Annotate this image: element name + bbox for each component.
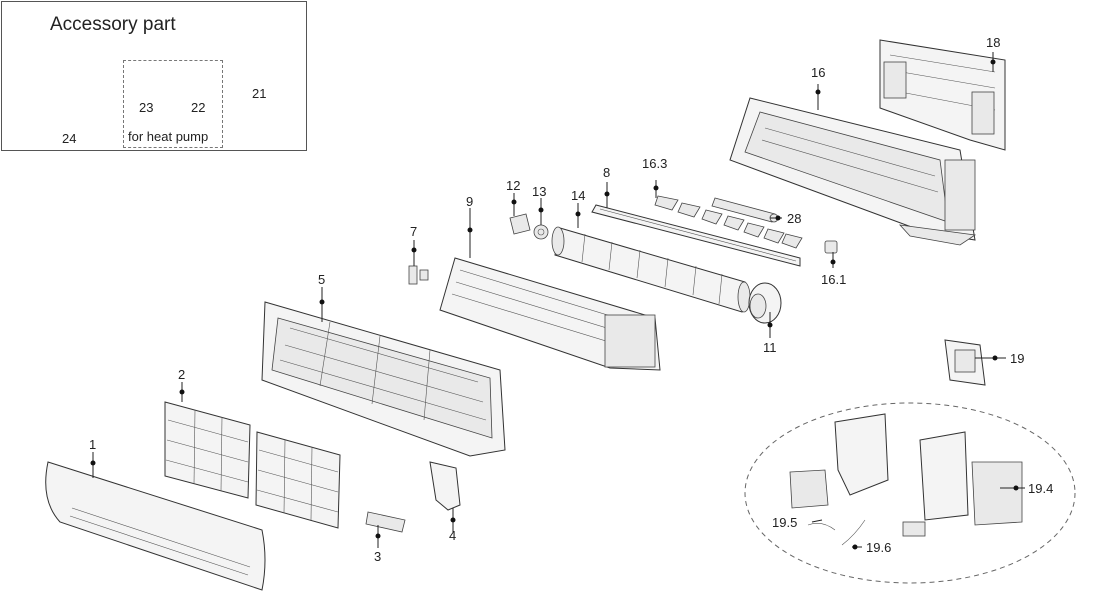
part-label-1: 1 <box>89 437 97 452</box>
pipe-cover <box>429 461 461 511</box>
part-label-12: 12 <box>506 178 521 193</box>
bracket-part <box>824 240 838 254</box>
electrical-group-outline <box>744 402 1076 584</box>
part-label-14: 14 <box>571 188 586 203</box>
part-label-5: 5 <box>318 272 326 287</box>
part-label-19-5: 19.5 <box>772 515 798 530</box>
rubber-ring <box>533 224 549 240</box>
swing-louvers <box>654 195 803 249</box>
control-board-cover <box>789 413 1023 546</box>
part-label-19-6: 19.6 <box>866 540 892 555</box>
fan-motor <box>748 282 782 324</box>
accessory-panel: Accessory part for heat pump <box>1 1 307 151</box>
mounting-plate <box>879 39 1006 151</box>
air-filter-right <box>255 431 341 529</box>
part-label-19-4: 19.4 <box>1028 481 1054 496</box>
part-label-16: 16 <box>811 65 826 80</box>
part-label-4: 4 <box>449 528 457 543</box>
front-panel <box>45 461 266 591</box>
part-label-23: 23 <box>139 100 154 115</box>
part-label-21: 21 <box>252 86 267 101</box>
air-filter-left <box>164 401 251 499</box>
cross-flow-fan <box>551 226 751 313</box>
electric-box <box>944 339 986 386</box>
heat-pump-caption: for heat pump <box>128 129 209 144</box>
stepping-motor <box>711 197 779 223</box>
part-label-24: 24 <box>62 131 77 146</box>
part-label-28: 28 <box>787 211 802 226</box>
part-label-18: 18 <box>986 35 1001 50</box>
bearing-holder <box>509 213 531 235</box>
evaporator <box>439 257 661 371</box>
part-label-16-1: 16.1 <box>821 272 847 287</box>
chassis <box>729 97 977 246</box>
part-label-7: 7 <box>410 224 418 239</box>
part-label-8: 8 <box>603 165 611 180</box>
part-label-3: 3 <box>374 549 382 564</box>
part-label-16-3: 16.3 <box>642 156 668 171</box>
part-label-9: 9 <box>466 194 474 209</box>
part-label-2: 2 <box>178 367 186 382</box>
part-label-22: 22 <box>191 100 206 115</box>
accessory-title: Accessory part <box>50 14 176 35</box>
part-label-19: 19 <box>1010 351 1025 366</box>
heat-pump-group <box>123 60 223 148</box>
temperature-sensor <box>408 265 429 285</box>
small-clip <box>365 511 406 533</box>
part-label-13: 13 <box>532 184 547 199</box>
part-label-11: 11 <box>763 340 777 355</box>
horizontal-louver <box>591 204 801 267</box>
front-case <box>261 301 506 457</box>
